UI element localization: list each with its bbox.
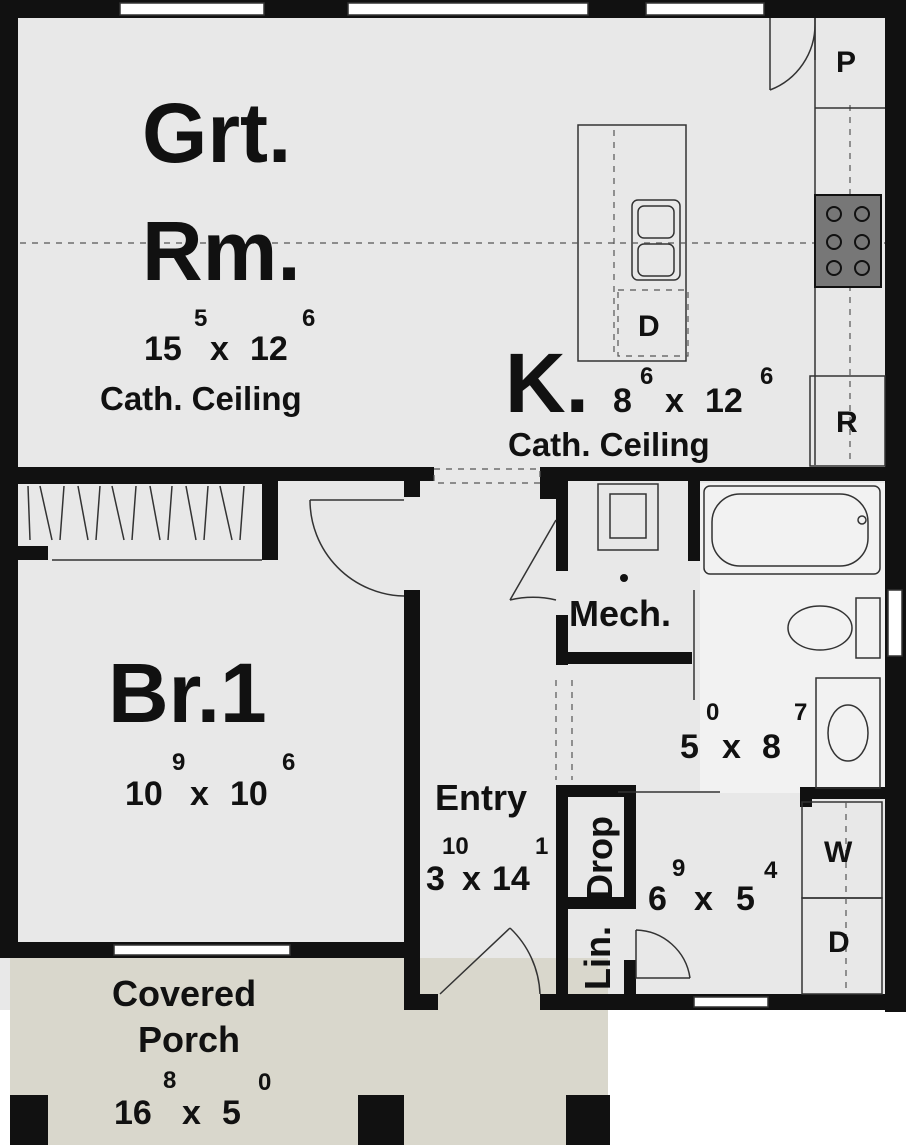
kitchen-name: K. [505, 336, 589, 430]
mech-label: Mech. [569, 593, 671, 634]
porch-times: x [182, 1094, 201, 1132]
entry-length: 14 [492, 860, 530, 898]
mech-wall [688, 481, 700, 561]
laundry-width-inches: 9 [672, 855, 685, 882]
window [119, 2, 265, 16]
entry-width: 3 [426, 860, 445, 898]
refrigerator-label: R [836, 406, 858, 439]
mech-wall [556, 481, 568, 571]
window [645, 2, 765, 16]
mech-wall [556, 652, 692, 664]
great-room-length: 12 [250, 330, 288, 368]
bedroom-door [309, 499, 405, 597]
entry-sill [404, 994, 438, 1010]
bath-length-inches: 7 [794, 699, 807, 726]
east-wall [885, 0, 906, 1012]
bedroom-wall-east [404, 481, 420, 497]
great-room-width: 15 [144, 330, 182, 368]
bedroom-width: 10 [125, 775, 163, 813]
great-room-length-inches: 6 [302, 305, 315, 332]
bedroom-times: x [190, 775, 209, 813]
closet-wall [262, 480, 278, 560]
interior-wall [540, 467, 885, 481]
entry-opening [433, 468, 541, 484]
entry-west-wall [404, 590, 420, 1008]
porch-length: 5 [222, 1094, 241, 1132]
bedroom-length: 10 [230, 775, 268, 813]
interior-wall [0, 467, 434, 481]
bath-times: x [722, 728, 741, 766]
pantry-label: P [836, 46, 856, 79]
window [347, 2, 589, 16]
closet-hangers [27, 485, 262, 561]
linen-door [635, 929, 691, 979]
great-room-width-inches: 5 [194, 305, 207, 332]
kitchen-length: 12 [705, 382, 743, 420]
bath-wall [624, 797, 636, 897]
laundry-appliances [801, 801, 883, 995]
bathroom-floor [700, 483, 885, 793]
bath-wall [624, 960, 636, 998]
laundry-length: 5 [736, 880, 755, 918]
window [113, 944, 291, 956]
closet-wall [18, 546, 48, 560]
porch-width-inches: 8 [163, 1067, 176, 1094]
porch-floor [10, 958, 608, 1145]
bedroom-name: Br.1 [108, 646, 267, 740]
linen-label: Lin. [577, 926, 618, 990]
porch-name-line2: Porch [138, 1019, 240, 1060]
porch-column [566, 1095, 610, 1145]
entry-door [439, 927, 541, 995]
bath-wall [556, 785, 568, 995]
great-room-name-line2: Rm. [142, 204, 301, 298]
bath-length: 8 [762, 728, 781, 766]
bath-sink [815, 677, 881, 789]
porch-width: 16 [114, 1094, 152, 1132]
great-room-ceiling-note: Cath. Ceiling [100, 380, 302, 417]
window [693, 996, 769, 1008]
kitchen-width: 8 [613, 382, 632, 420]
dryer-label: D [828, 926, 850, 959]
great-room-name-line1: Grt. [142, 86, 291, 180]
bedroom-width-inches: 9 [172, 749, 185, 776]
mech-door [509, 519, 557, 601]
bath-wall [556, 785, 636, 797]
bath-width-inches: 0 [706, 699, 719, 726]
laundry-length-inches: 4 [764, 857, 778, 884]
window [887, 589, 903, 657]
porch-length-inches: 0 [258, 1069, 271, 1096]
porch-name-line1: Covered [112, 973, 256, 1014]
porch-column [358, 1095, 404, 1145]
kitchen-width-inches: 6 [640, 363, 653, 390]
dishwasher-label: D [638, 310, 660, 343]
interior-wall [540, 481, 556, 499]
bathtub [703, 485, 881, 575]
entry-label: Entry [435, 777, 527, 818]
bath-wall [556, 897, 636, 909]
washer-label: W [824, 836, 853, 869]
water-heater [597, 483, 659, 582]
range-cooktop [814, 194, 882, 288]
toilet [787, 597, 881, 659]
drop-label: Drop [579, 816, 620, 900]
entry-times: x [462, 860, 481, 898]
exterior-white-right [608, 1010, 906, 1145]
entry-length-inches: 1 [535, 833, 548, 860]
laundry-times: x [694, 880, 713, 918]
entry-width-inches: 10 [442, 833, 469, 860]
kitchen-times: x [665, 382, 684, 420]
closet-wall [18, 480, 278, 484]
porch-column [10, 1095, 48, 1145]
kitchen-ceiling-note: Cath. Ceiling [508, 426, 710, 463]
bedroom-length-inches: 6 [282, 749, 295, 776]
laundry-width: 6 [648, 880, 667, 918]
great-room-times: x [210, 330, 229, 368]
kitchen-length-inches: 6 [760, 363, 773, 390]
mech-door-swing [509, 596, 557, 601]
pantry-doors [769, 18, 816, 91]
bath-width: 5 [680, 728, 699, 766]
bath-wall [800, 787, 885, 799]
